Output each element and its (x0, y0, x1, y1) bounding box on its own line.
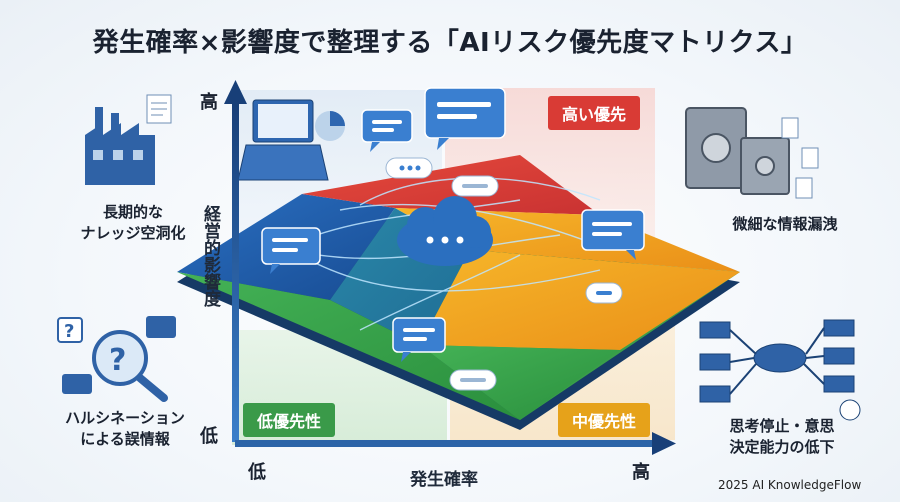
x-axis (235, 432, 676, 455)
x-axis-title: 発生確率 (410, 470, 478, 490)
chat-bubble-icons (261, 87, 645, 391)
page-title: 発生確率×影響度で整理する「AIリスク優先度マトリクス」 (92, 28, 808, 58)
risk-label-info-leak: 微細な情報漏洩 (732, 215, 838, 233)
y-axis (224, 80, 247, 442)
flowchart-icon (699, 319, 861, 421)
x-axis-low-label: 低 (248, 462, 266, 483)
safe-vault-icon (685, 107, 819, 199)
laptop-chart-icon (237, 99, 345, 181)
quadrant-green (177, 272, 520, 420)
mid-priority-badge: 中優先性 (558, 403, 651, 437)
high-priority-badge: 高い優先 (548, 96, 641, 130)
y-axis-high-label: 高 (200, 92, 218, 113)
svg-text:?: ? (64, 321, 74, 342)
low-priority-badge: 低優先性 (243, 403, 336, 437)
chat-cloud-icon (397, 196, 493, 266)
risk-label-knowledge-hollowing: 長期的な ナレッジ空洞化 (80, 203, 186, 242)
magnifier-question-icon: ? ? (57, 316, 176, 402)
x-axis-high-label: 高 (632, 462, 650, 483)
risk-label-decision-decline: 思考停止・意思 決定能力の低下 (729, 417, 835, 456)
factory-icon (85, 94, 172, 185)
y-axis-low-label: 低 (200, 426, 218, 447)
y-axis-title: 経営的影響度 (200, 205, 220, 307)
risk-label-hallucination: ハルシネーション による誤情報 (65, 409, 185, 448)
quadrant-red (302, 155, 600, 215)
credit-text: 2025 AI KnowledgeFlow (718, 478, 862, 492)
svg-text:?: ? (109, 343, 126, 378)
